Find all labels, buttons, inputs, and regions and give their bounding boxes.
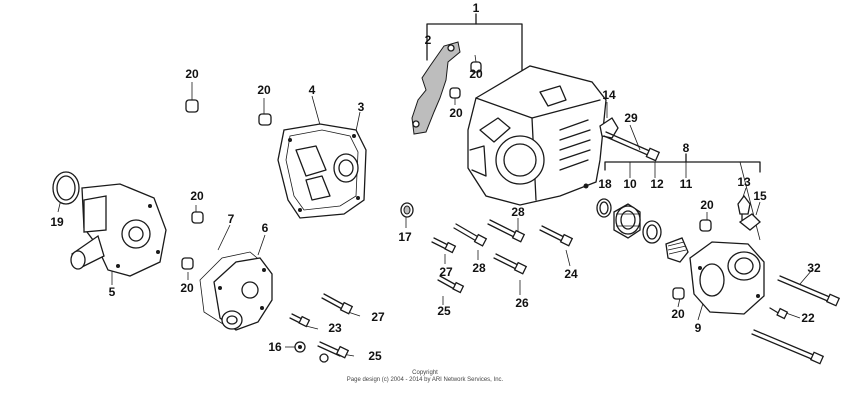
callout-20-a: 20	[185, 67, 199, 81]
callout-11: 11	[679, 177, 693, 191]
callout-1: 1	[472, 1, 480, 15]
spacer-parts	[181, 61, 712, 300]
callout-20-g: 20	[180, 281, 194, 295]
seal-assembly-parts	[596, 198, 689, 263]
callout-20-b: 20	[257, 83, 271, 97]
callout-27-b: 27	[371, 310, 385, 324]
callout-4: 4	[308, 83, 316, 97]
callout-14: 14	[602, 88, 616, 102]
water-pump-body-part	[689, 194, 765, 315]
callout-2: 2	[424, 33, 432, 47]
cover-part	[277, 123, 367, 219]
callout-19: 19	[50, 215, 64, 229]
callout-17: 17	[398, 230, 412, 244]
callout-23: 23	[328, 321, 342, 335]
callout-29: 29	[624, 111, 638, 125]
copyright-line-2: Page design (c) 2004 - 2014 by ARI Netwo…	[346, 377, 504, 383]
callout-5: 5	[108, 285, 116, 299]
callout-16: 16	[268, 340, 282, 354]
callout-20-h: 20	[671, 307, 685, 321]
callout-20-e: 20	[700, 198, 714, 212]
callout-6: 6	[261, 221, 269, 235]
callout-25-a: 25	[437, 304, 451, 318]
callout-12: 12	[650, 177, 664, 191]
callout-28-b: 28	[472, 261, 486, 275]
callout-28-a: 28	[511, 205, 525, 219]
callout-15: 15	[753, 189, 767, 203]
callout-20-d: 20	[449, 106, 463, 120]
main-housing-part	[467, 65, 607, 206]
callout-25-b: 25	[368, 349, 382, 363]
callout-13: 13	[737, 175, 751, 189]
callout-7: 7	[227, 212, 235, 226]
callout-26: 26	[515, 296, 529, 310]
pump-cover-part	[199, 251, 273, 331]
callout-10: 10	[623, 177, 637, 191]
copyright-line-1: Copyright	[412, 370, 438, 376]
callout-20-c: 20	[469, 67, 483, 81]
pump-housing-part	[52, 171, 167, 277]
callout-20-f: 20	[190, 189, 204, 203]
callout-27-a: 27	[439, 265, 453, 279]
callout-9: 9	[694, 321, 702, 335]
bracket-plate-part	[411, 41, 461, 135]
callout-8: 8	[682, 141, 690, 155]
washer-part	[400, 202, 414, 218]
callout-24: 24	[564, 267, 578, 281]
clip-part	[599, 117, 619, 139]
callout-18: 18	[598, 177, 612, 191]
bolt-parts	[289, 131, 841, 365]
callout-3: 3	[357, 100, 365, 114]
callout-22: 22	[801, 311, 815, 325]
callout-32: 32	[807, 261, 821, 275]
